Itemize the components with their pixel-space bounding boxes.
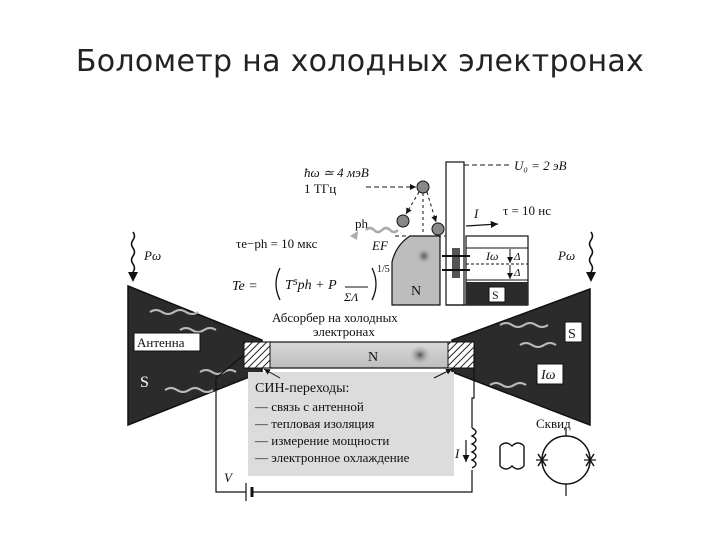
readout-inductor [462, 427, 477, 469]
photon-energy-label: ħω ≃ 4 мэВ [304, 165, 369, 180]
sin-item: — связь с антенной [254, 399, 364, 414]
relax-arrow [405, 191, 420, 215]
absorber-title-line1: Абсорбер на холодных [272, 310, 398, 325]
delta-bottom-label: Δ [513, 267, 520, 279]
superconductor-s-left: S [140, 374, 149, 391]
absorber-title-line2: электронах [313, 324, 375, 339]
sin-title: СИН-переходы: [255, 381, 349, 396]
bias-v-label: V [224, 470, 234, 485]
delta-top-label: Δ [513, 251, 520, 263]
s-right-box [564, 321, 583, 343]
formula-numerator: T⁵ph + P [285, 278, 337, 293]
tau-e-ph-label: τe−ph = 10 мкс [236, 236, 318, 251]
sin-item: — электронное охлаждение [254, 450, 410, 465]
absorber-strip [243, 341, 475, 369]
bias-voltage-label: U₀ = 2 эВ [514, 158, 567, 173]
electron-excited [416, 180, 430, 194]
formula-lhs: Te = [232, 279, 258, 294]
phonon-label: ph [355, 216, 369, 231]
junction-symbol [452, 248, 460, 278]
fermi-level-label: EF [371, 238, 389, 253]
squid-junction-right-icon [585, 453, 595, 467]
sin-item: — тепловая изоляция [254, 416, 374, 431]
hot-electron-blob [410, 346, 430, 364]
i-omega-right-box [536, 363, 564, 385]
absorber-n-label: N [368, 350, 378, 365]
antenna-label-box [133, 332, 201, 352]
tunnel-barrier [445, 161, 465, 306]
readout-i-label: I [454, 446, 460, 461]
squid-junction-left-icon [537, 453, 547, 467]
sin-junction-left [243, 341, 271, 369]
sin-item: — измерение мощности [254, 433, 389, 448]
energy-s-label: S [492, 288, 499, 302]
formula-denominator: ΣΛ [343, 290, 359, 304]
slide-title: Болометр на холодных электронах [75, 44, 645, 79]
sin-junction-right [447, 341, 475, 369]
temperature-formula: Te = T⁵ph + P ΣΛ 1/5 [232, 264, 390, 304]
tunnel-arrow [426, 191, 438, 223]
incident-power-left [128, 231, 138, 282]
legend-pointer-right [433, 368, 453, 379]
squid-coupling-coil [499, 442, 525, 470]
antenna-label: Антенна [137, 335, 185, 350]
electron-tunnel [431, 222, 445, 236]
bias-circuit [215, 354, 475, 501]
frequency-label: 1 ТГц [304, 181, 336, 196]
p-omega-left-label: Pω [143, 248, 161, 263]
legend-pointer-left [263, 368, 281, 379]
energy-n-label: N [411, 284, 421, 299]
phonon-arrowhead [350, 231, 358, 240]
current-i-arrow [465, 220, 499, 229]
i-omega-small-label: Iω [485, 249, 498, 263]
p-omega-right-label: Pω [557, 248, 575, 263]
current-i-label: I [473, 206, 479, 221]
antenna-left [127, 284, 263, 427]
squid-label: Сквид [536, 416, 571, 431]
formula-power: 1/5 [377, 264, 390, 275]
phonon-wave [365, 226, 399, 234]
sin-legend-box [248, 372, 454, 476]
electron-mid [396, 214, 410, 228]
superconductor-s-right: S [568, 327, 576, 342]
i-omega-right-label: Iω [540, 368, 556, 383]
incident-power-right [586, 231, 596, 282]
energy-electron-blob [416, 248, 432, 264]
squid-loop [541, 435, 591, 485]
antenna-right [451, 287, 591, 427]
tau-label: τ = 10 нс [503, 203, 551, 218]
energy-s-box [488, 286, 506, 303]
